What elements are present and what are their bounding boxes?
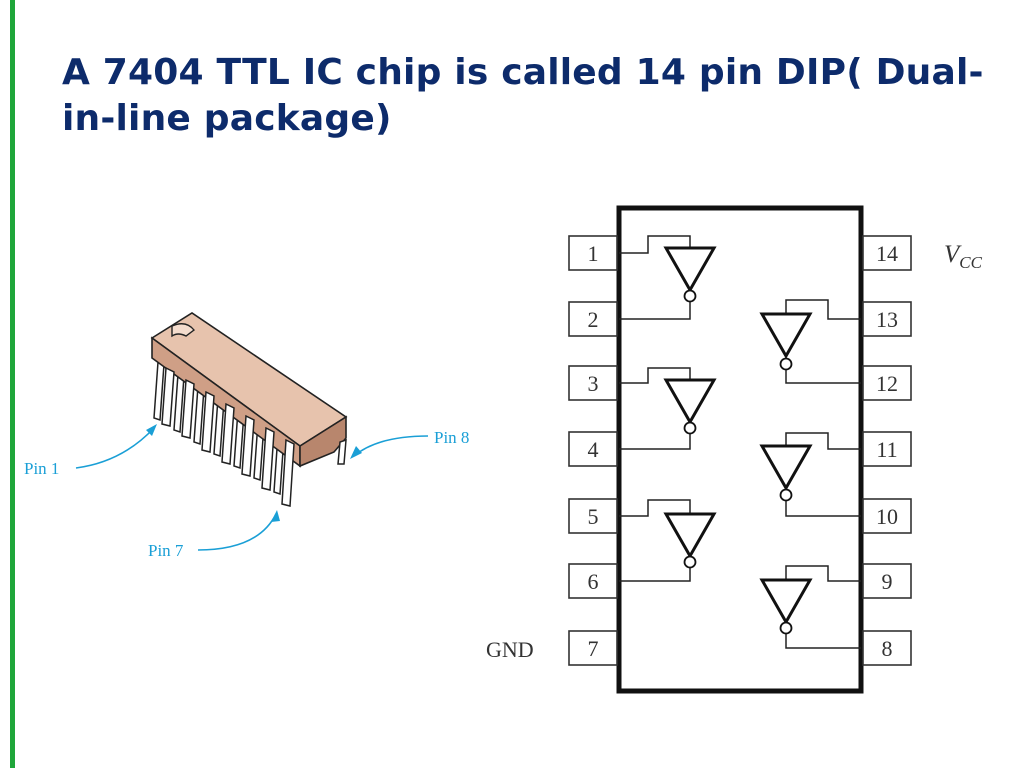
inverter-gate-1 <box>663 246 717 294</box>
inverter-gate-4 <box>759 312 813 360</box>
slide-title: A 7404 TTL IC chip is called 14 pin DIP(… <box>62 52 984 139</box>
pin-label-1: 1 <box>588 241 599 266</box>
gnd-label: GND <box>486 637 534 662</box>
callout-arrowheads <box>146 424 362 522</box>
pin-box-12 <box>862 365 912 401</box>
pin-label-2: 2 <box>588 307 599 332</box>
chip-body <box>150 312 348 468</box>
pin-box-10 <box>862 498 912 534</box>
inverter-gate-6 <box>759 578 813 626</box>
pin-box-8 <box>862 630 912 666</box>
vcc-label-main: V <box>944 241 962 268</box>
vcc-label: VCC <box>944 241 983 272</box>
pin-label-13: 13 <box>876 307 898 332</box>
pin-label-14: 14 <box>876 241 898 266</box>
inverter-bubble-6 <box>779 621 793 635</box>
pin-label-12: 12 <box>876 371 898 396</box>
pin-label-4: 4 <box>588 437 599 462</box>
inverter-bubble-3 <box>683 555 697 569</box>
pin-label-3: 3 <box>588 371 599 396</box>
pin-box-11 <box>862 431 912 467</box>
pin-label-5: 5 <box>588 504 599 529</box>
pin-label-10: 10 <box>876 504 898 529</box>
pin-label-6: 6 <box>588 569 599 594</box>
accent-bar <box>10 0 15 768</box>
pin-box-13 <box>862 301 912 337</box>
callout-pin1-label: Pin 1 <box>24 459 59 478</box>
pin-box-9 <box>862 563 912 599</box>
pin-label-9: 9 <box>882 569 893 594</box>
inverter-bubble-2 <box>683 421 697 435</box>
pin-box-3 <box>568 365 618 401</box>
pin-box-1 <box>568 235 618 271</box>
right-pin-boxes <box>862 235 912 666</box>
internal-wiring <box>619 235 861 649</box>
pin-box-5 <box>568 498 618 534</box>
callout-pin8-label: Pin 8 <box>434 428 469 447</box>
callout-pin7-label: Pin 7 <box>148 541 184 560</box>
pin-box-2 <box>568 301 618 337</box>
inverter-bubble-1 <box>683 289 697 303</box>
pin-box-4 <box>568 431 618 467</box>
chip-pins-front <box>161 366 347 507</box>
inverter-bubble-5 <box>779 488 793 502</box>
pin-label-11: 11 <box>876 437 897 462</box>
inverter-gate-2 <box>663 378 717 426</box>
left-pin-boxes <box>568 235 618 666</box>
pin-box-14 <box>862 235 912 271</box>
vcc-label-sub: CC <box>959 253 982 272</box>
pin-box-6 <box>568 563 618 599</box>
pin-label-8: 8 <box>882 636 893 661</box>
inverter-gate-3 <box>663 512 717 560</box>
inverter-gate-5 <box>759 444 813 492</box>
inverter-gates <box>663 246 813 635</box>
pin-label-7: 7 <box>588 636 599 661</box>
inverter-bubble-4 <box>779 357 793 371</box>
pin-box-7 <box>568 630 618 666</box>
